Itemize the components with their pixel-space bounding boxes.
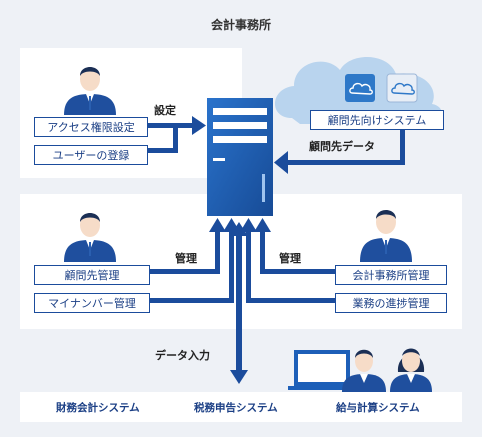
app-icon bbox=[386, 73, 418, 103]
data-input-label: データ入力 bbox=[155, 349, 210, 362]
person-icon bbox=[342, 349, 386, 392]
systems-panel bbox=[20, 392, 462, 422]
person-icon bbox=[360, 210, 412, 262]
my-number-management-box: マイナンバー管理 bbox=[34, 293, 150, 313]
laptop-icon bbox=[288, 350, 356, 390]
payroll-system-label: 給与計算システム bbox=[336, 402, 420, 414]
user-registration-box: ユーザーの登録 bbox=[34, 145, 148, 165]
tax-filing-system-label: 税務申告システム bbox=[194, 402, 278, 414]
data-input-arrow bbox=[230, 222, 248, 384]
page-title: 会計事務所 bbox=[210, 18, 271, 32]
office-management-box: 会計事務所管理 bbox=[335, 265, 447, 285]
client-data-arrow bbox=[274, 127, 405, 174]
financial-accounting-system-label: 財務会計システム bbox=[56, 402, 140, 414]
right-management-arrow bbox=[240, 218, 335, 303]
access-permission-setting-box: アクセス権限設定 bbox=[34, 117, 148, 137]
app-icon bbox=[345, 74, 375, 102]
settings-arrow bbox=[148, 116, 206, 153]
left-management-label: 管理 bbox=[175, 252, 197, 265]
person-icon bbox=[64, 213, 116, 262]
server-icon bbox=[207, 98, 273, 216]
settings-label: 設定 bbox=[154, 104, 176, 117]
person-icon bbox=[390, 348, 432, 392]
task-progress-management-box: 業務の進捗管理 bbox=[335, 293, 447, 313]
right-management-label: 管理 bbox=[279, 252, 301, 265]
client-data-label: 顧問先データ bbox=[309, 140, 375, 153]
client-management-box: 顧問先管理 bbox=[34, 265, 150, 285]
client-system-box: 顧問先向けシステム bbox=[310, 110, 444, 130]
person-icon bbox=[64, 67, 116, 115]
